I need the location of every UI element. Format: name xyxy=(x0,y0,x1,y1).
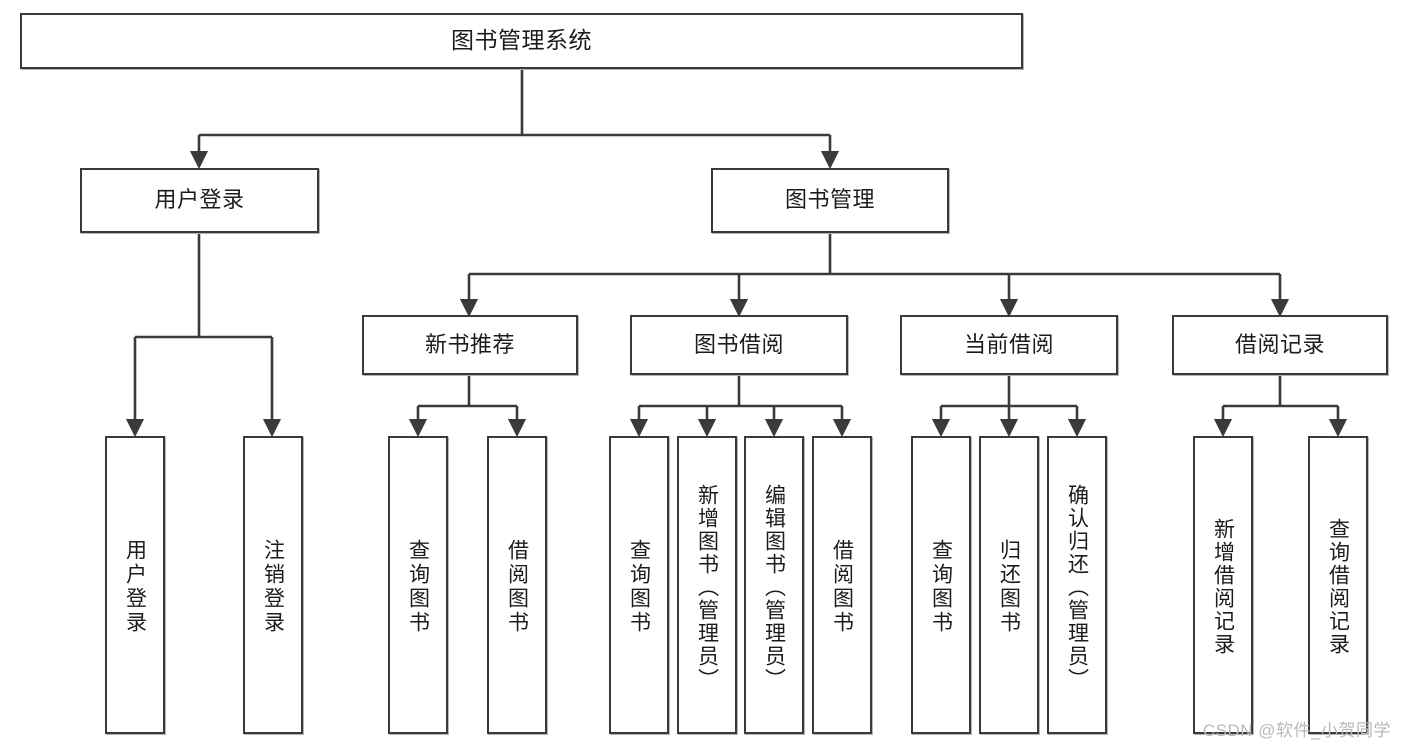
node-leaf-confirm-return-label: 确认归还（管理员） xyxy=(1065,483,1089,691)
node-new-book-recommend[interactable]: 新书推荐 xyxy=(362,315,578,375)
node-book-borrow-label: 图书借阅 xyxy=(693,331,784,357)
node-leaf-add-book[interactable]: 新增图书（管理员） xyxy=(677,436,737,734)
node-leaf-query-book-2-label: 查询图书 xyxy=(627,539,651,635)
node-leaf-user-login[interactable]: 用户登录 xyxy=(105,436,165,734)
node-leaf-add-book-label: 新增图书（管理员） xyxy=(695,483,719,691)
node-book-borrow[interactable]: 图书借阅 xyxy=(630,315,848,375)
node-new-book-recommend-label: 新书推荐 xyxy=(424,331,515,357)
node-leaf-borrow-book-1[interactable]: 借阅图书 xyxy=(487,436,547,734)
node-book-manage-label: 图书管理 xyxy=(784,187,875,213)
node-book-manage[interactable]: 图书管理 xyxy=(711,168,949,233)
node-leaf-confirm-return[interactable]: 确认归还（管理员） xyxy=(1047,436,1107,734)
node-leaf-borrow-book-1-label: 借阅图书 xyxy=(505,539,529,635)
node-leaf-return-book-label: 归还图书 xyxy=(997,539,1021,635)
node-leaf-query-record[interactable]: 查询借阅记录 xyxy=(1308,436,1368,734)
node-leaf-query-book-1-label: 查询图书 xyxy=(406,539,430,635)
node-leaf-add-record[interactable]: 新增借阅记录 xyxy=(1193,436,1253,734)
node-leaf-edit-book-label: 编辑图书（管理员） xyxy=(762,483,786,691)
node-current-borrow-label: 当前借阅 xyxy=(963,331,1054,357)
node-borrow-record[interactable]: 借阅记录 xyxy=(1172,315,1388,375)
node-leaf-query-record-label: 查询借阅记录 xyxy=(1326,518,1350,656)
node-current-borrow[interactable]: 当前借阅 xyxy=(900,315,1118,375)
node-leaf-query-book-3[interactable]: 查询图书 xyxy=(911,436,971,734)
node-leaf-user-login-label: 用户登录 xyxy=(123,539,147,635)
node-leaf-return-book[interactable]: 归还图书 xyxy=(979,436,1039,734)
node-user-login-label: 用户登录 xyxy=(154,187,245,213)
csdn-watermark: CSDN @软件_小贺同学 xyxy=(1202,721,1391,740)
node-leaf-query-book-3-label: 查询图书 xyxy=(929,539,953,635)
node-borrow-record-label: 借阅记录 xyxy=(1234,331,1325,357)
node-leaf-query-book-1[interactable]: 查询图书 xyxy=(388,436,448,734)
node-user-login[interactable]: 用户登录 xyxy=(80,168,319,233)
node-root-system[interactable]: 图书管理系统 xyxy=(20,13,1023,69)
node-leaf-borrow-book-2[interactable]: 借阅图书 xyxy=(812,436,872,734)
node-leaf-user-logout[interactable]: 注销登录 xyxy=(243,436,303,734)
node-leaf-query-book-2[interactable]: 查询图书 xyxy=(609,436,669,734)
node-leaf-borrow-book-2-label: 借阅图书 xyxy=(830,539,854,635)
node-leaf-add-record-label: 新增借阅记录 xyxy=(1211,518,1235,656)
node-leaf-edit-book[interactable]: 编辑图书（管理员） xyxy=(744,436,804,734)
node-leaf-user-logout-label: 注销登录 xyxy=(261,539,285,635)
node-root-system-label: 图书管理系统 xyxy=(451,27,592,54)
